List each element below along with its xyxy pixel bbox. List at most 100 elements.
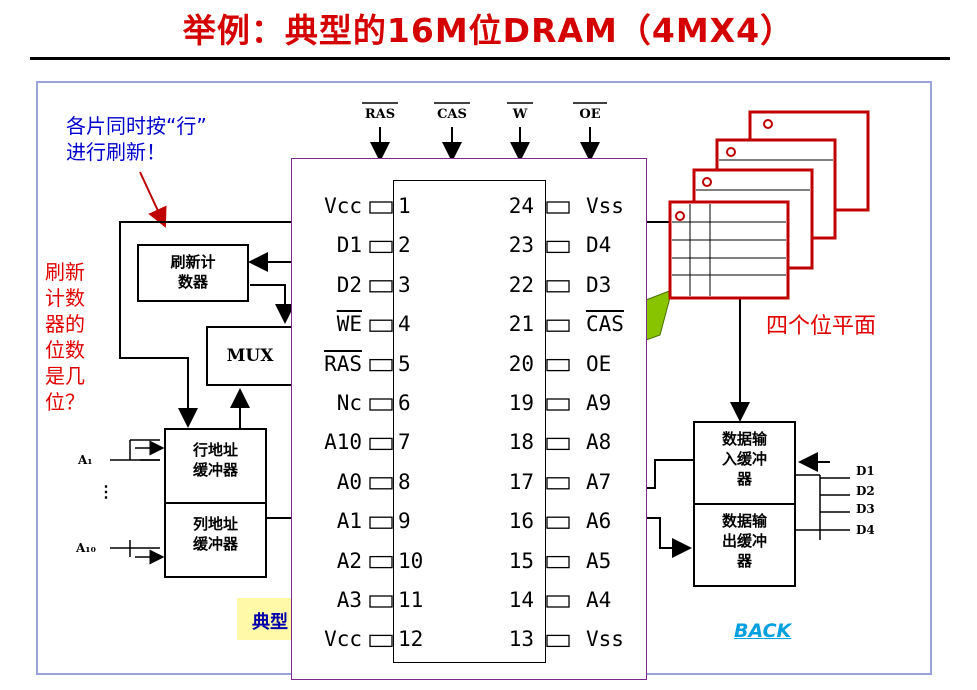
pin-lead-right <box>546 634 570 648</box>
pin-lead-left <box>369 477 393 490</box>
pin-left-number: 1 <box>398 194 411 218</box>
pin-lead-left <box>369 634 393 648</box>
pin-lead-left <box>369 358 393 372</box>
pin-lead-left <box>369 398 393 411</box>
pin-right-name: A6 <box>586 509 612 534</box>
pin-right-name: Vss <box>586 194 624 218</box>
pin-right-number: 16 <box>508 509 534 534</box>
pin-lead-right <box>546 201 570 214</box>
pin-lead-right <box>546 398 570 411</box>
pin-right-number: 17 <box>508 469 534 494</box>
data-line-d3: D3 <box>856 502 875 516</box>
refresh-counter-block: 刷新计 数器 <box>137 244 249 302</box>
pin-left-name: Vcc <box>324 194 362 218</box>
pin-left-name: D1 <box>336 233 362 258</box>
pin-right-number: 19 <box>508 391 534 415</box>
pin-left-number: 11 <box>398 588 424 612</box>
chip-body <box>393 180 546 663</box>
title-divider <box>30 57 950 60</box>
pin-left-name: A10 <box>324 430 362 455</box>
pin-left-number: 10 <box>398 548 424 573</box>
pin-lead-left <box>369 240 393 254</box>
data-line-d2: D2 <box>856 484 875 498</box>
pin-lead-right <box>546 240 570 254</box>
pin-right-number: 15 <box>508 548 534 573</box>
pin-left-name: A2 <box>336 548 362 573</box>
signal-cas: CAS <box>437 107 467 122</box>
pin-left-number: 5 <box>398 351 411 376</box>
pin-left-name: A0 <box>336 469 362 494</box>
pin-lead-left <box>369 437 393 451</box>
pin-lead-left <box>369 319 393 332</box>
pin-right-name: A5 <box>586 548 612 573</box>
pin-lead-right <box>546 437 570 451</box>
pin-right-number: 24 <box>508 194 534 218</box>
data-in-buffer: 数据输 入缓冲 器 <box>693 421 796 505</box>
pin-lead-left <box>369 516 393 529</box>
pin-left-name: Vcc <box>324 627 362 652</box>
mux-block: MUX <box>206 326 294 386</box>
pin-right-name: CAS <box>586 312 624 337</box>
pin-lead-left <box>369 280 393 293</box>
pin-right-name: A4 <box>586 588 612 612</box>
pin-left-number: 4 <box>398 312 411 337</box>
back-link[interactable]: BACK <box>734 620 792 642</box>
addr-dots: ⋮ <box>98 482 114 501</box>
pin-lead-right <box>546 280 570 293</box>
pin-right-number: 23 <box>508 233 534 258</box>
pin-left-number: 2 <box>398 233 411 258</box>
pin-right-number: 14 <box>508 588 534 612</box>
data-line-d1: D1 <box>856 464 875 478</box>
pin-left-name: D2 <box>336 272 362 297</box>
pin-left-name: RAS <box>324 351 362 376</box>
addr-a10-label: A₁₀ <box>76 541 96 555</box>
caption-partial: 典型 <box>252 612 288 633</box>
pin-right-number: 18 <box>508 430 534 455</box>
pin-right-number: 22 <box>508 272 534 297</box>
pin-right-name: A9 <box>586 391 612 415</box>
row-address-buffer: 行地址 缓冲器 <box>164 428 267 504</box>
pin-left-number: 8 <box>398 469 411 494</box>
pin-right-name: A8 <box>586 430 612 455</box>
col-address-buffer: 列地址 缓冲器 <box>164 502 267 578</box>
pin-lead-left <box>369 201 393 214</box>
pin-left-number: 7 <box>398 430 411 455</box>
addr-a1-label: A₁ <box>78 453 93 467</box>
pin-left-number: 12 <box>398 627 424 652</box>
pin-left-name: A1 <box>336 509 362 534</box>
signal-oe: OE <box>579 107 601 122</box>
pin-left-name: A3 <box>336 588 362 612</box>
pin-lead-left <box>369 555 393 569</box>
counter-question-note: 刷新 计数 器的 位数 是几 位？ <box>45 260 85 414</box>
caption-highlight <box>237 598 293 640</box>
pin-lead-left <box>369 595 393 608</box>
pin-left-number: 6 <box>398 391 411 415</box>
pin-lead-right <box>546 319 570 332</box>
pin-left-name: Nc <box>336 391 362 415</box>
signal-ras: RAS <box>364 107 396 122</box>
page-title: 举例：典型的16M位DRAM（4MX4） <box>182 11 795 50</box>
pin-right-name: D4 <box>586 233 612 258</box>
pin-lead-right <box>546 358 570 372</box>
data-out-buffer: 数据输 出缓冲 器 <box>693 503 796 587</box>
pin-left-name: WE <box>336 312 362 337</box>
pin-lead-right <box>546 477 570 490</box>
signal-w: W <box>512 107 528 122</box>
dram-chip <box>291 158 647 680</box>
pin-right-name: A7 <box>586 469 612 494</box>
data-line-d4: D4 <box>856 523 875 537</box>
pin-lead-right <box>546 555 570 569</box>
pin-right-name: D3 <box>586 272 612 297</box>
pin-lead-right <box>546 595 570 608</box>
pin-lead-right <box>546 516 570 529</box>
pin-right-name: OE <box>586 351 612 376</box>
pin-left-number: 9 <box>398 509 411 534</box>
bit-planes-label: 四个位平面 <box>766 314 877 339</box>
pin-right-number: 13 <box>508 627 534 652</box>
pin-right-number: 20 <box>508 351 534 376</box>
pin-left-number: 3 <box>398 272 411 297</box>
pin-right-number: 21 <box>508 312 534 337</box>
refresh-note: 各片同时按“行” 进行刷新！ <box>66 114 207 164</box>
